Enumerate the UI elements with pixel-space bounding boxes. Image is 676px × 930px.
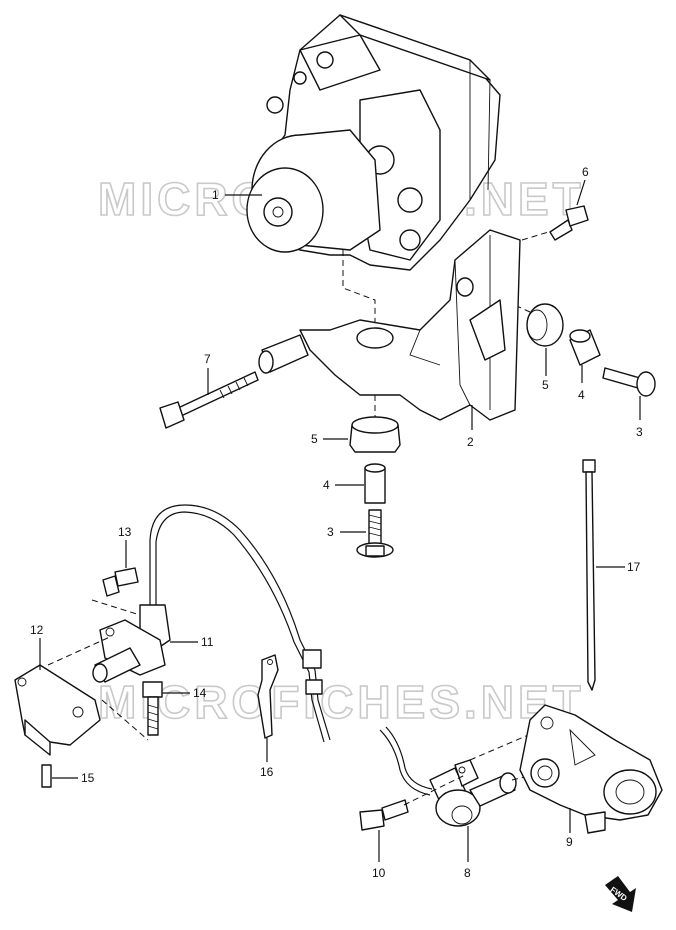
bolt-lower [356,509,394,558]
callout-4b: 4 [323,478,330,492]
callout-14: 14 [193,686,207,700]
abs-bracket [258,229,521,421]
sensor-bracket-12 [14,664,101,756]
callout-10: 10 [372,866,386,880]
rear-bracket-9 [519,704,663,834]
bolt-14 [142,681,163,736]
cable-tie-17 [582,459,596,691]
callout-15: 15 [81,771,95,785]
long-bolt-7 [159,371,259,429]
callout-7: 7 [204,352,211,366]
callout-13: 13 [118,525,132,539]
clamp-16 [257,654,279,739]
bolt-10 [359,799,409,831]
bolt-13 [102,567,139,597]
callout-3b: 3 [327,525,334,539]
watermark-bottom: MICROFICHES.NET [98,676,585,728]
callout-11: 11 [201,635,214,649]
callout-12: 12 [30,623,44,637]
callout-3a: 3 [636,425,643,439]
grommet-lower [349,416,401,453]
grommet-upper [526,303,564,347]
callout-6: 6 [582,165,589,179]
callout-4a: 4 [578,388,585,402]
callout-2: 2 [467,435,474,449]
abs-hydraulic-unit [246,14,501,271]
collar-lower [364,463,386,504]
rear-sensor-8 [379,726,517,827]
bolt-upper [602,367,656,397]
leader-lines [39,179,641,862]
callout-9: 9 [566,835,573,849]
callout-8: 8 [464,866,471,880]
bolt-6 [549,205,589,241]
pin-15 [41,764,52,788]
callout-5b: 5 [311,432,318,446]
callout-5a: 5 [542,378,549,392]
callout-1: 1 [212,188,219,202]
fwd-arrow-icon: FWD [605,876,636,912]
callout-labels: 1 2 3 3 4 4 5 5 6 7 8 9 10 11 12 13 14 1… [30,165,643,880]
callout-16: 16 [260,765,274,779]
wheel-speed-sensor-11 [92,504,331,743]
collar-upper [569,329,601,366]
callout-17: 17 [627,560,641,574]
